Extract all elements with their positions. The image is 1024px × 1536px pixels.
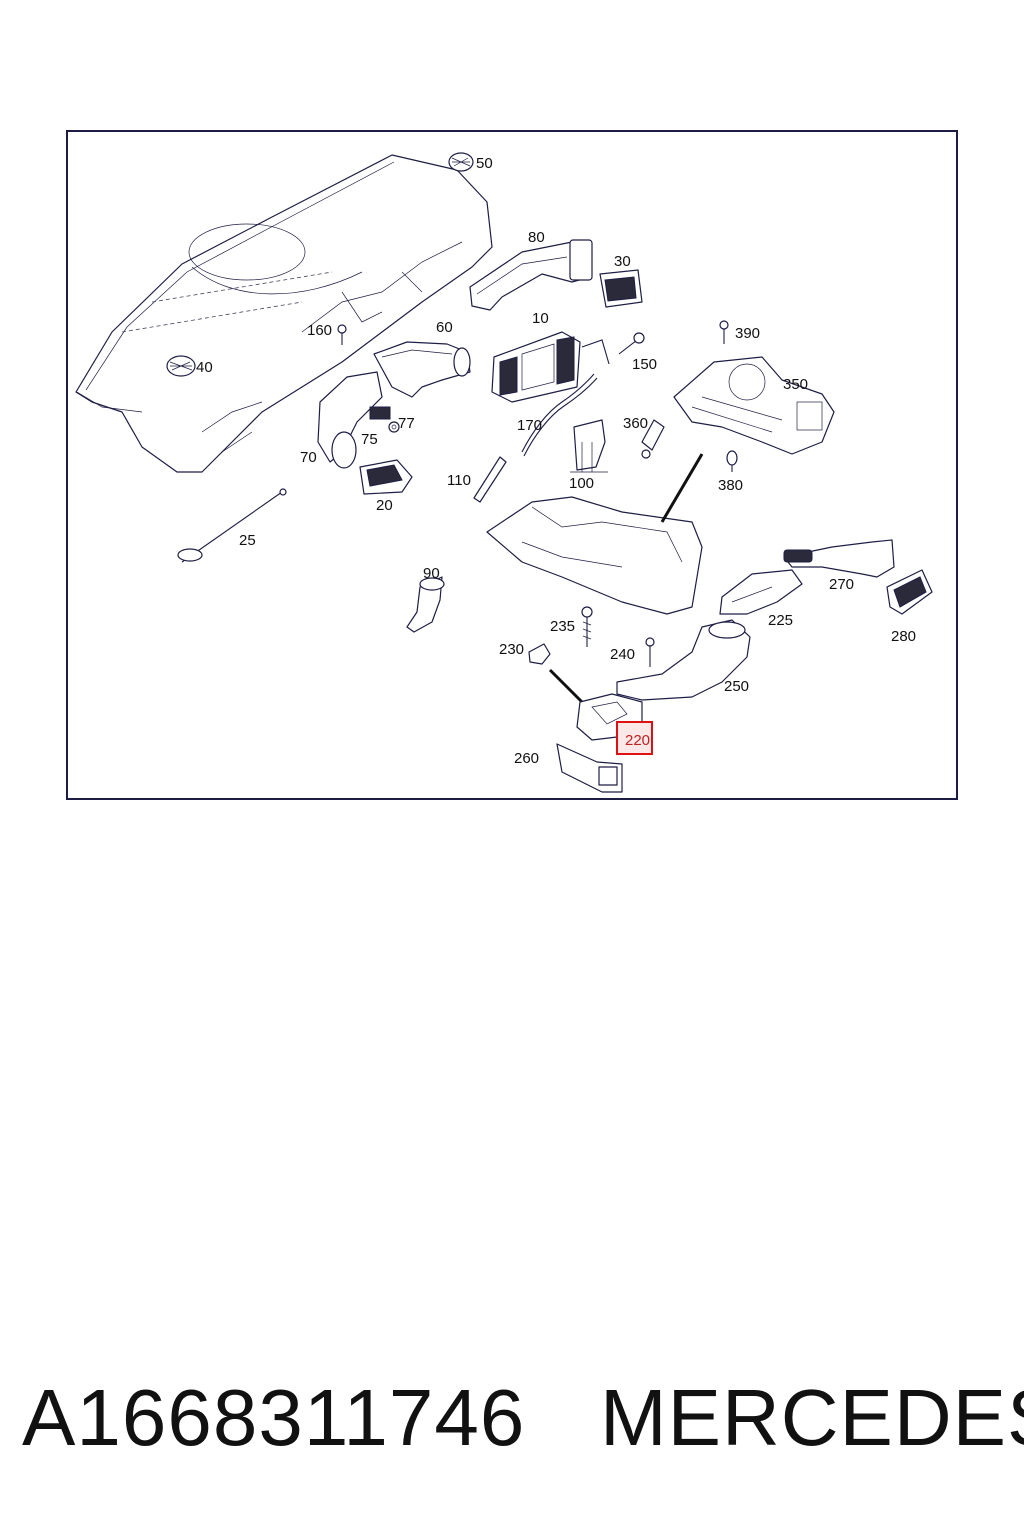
panel-260	[556, 743, 623, 793]
callout-380: 380	[718, 477, 743, 494]
screw-150	[581, 332, 645, 365]
callout-10: 10	[532, 310, 549, 327]
callout-220: 220	[625, 732, 650, 749]
center-console	[486, 453, 704, 615]
callout-225: 225	[768, 612, 793, 629]
callout-70: 70	[300, 449, 317, 466]
air-duct-270	[783, 539, 895, 578]
air-duct-70	[317, 371, 383, 469]
cable-170	[521, 373, 598, 457]
callout-40: 40	[196, 359, 213, 376]
parts-diagram-frame: 50 80 30 10 160 60 390 150 350 40 77 75 …	[66, 130, 958, 800]
callout-170: 170	[517, 417, 542, 434]
air-vent-30	[599, 269, 643, 308]
callout-60: 60	[436, 319, 453, 336]
callout-77: 77	[398, 415, 415, 432]
air-duct-250	[616, 619, 751, 701]
sensor-360	[641, 419, 665, 459]
highlight-box	[616, 721, 653, 755]
clip-75	[369, 406, 391, 420]
callout-350: 350	[783, 376, 808, 393]
bracket-100	[570, 419, 608, 473]
pin-380	[726, 450, 738, 472]
screw-235	[581, 606, 593, 647]
callout-100: 100	[569, 475, 594, 492]
callout-235: 235	[550, 618, 575, 635]
callout-390: 390	[735, 325, 760, 342]
screw-160	[337, 324, 347, 345]
parts-diagram: 50 80 30 10 160 60 390 150 350 40 77 75 …	[75, 152, 933, 793]
callout-80: 80	[528, 229, 545, 246]
callout-360: 360	[623, 415, 648, 432]
dashboard-part	[75, 154, 493, 473]
callout-230: 230	[499, 641, 524, 658]
callout-75: 75	[361, 431, 378, 448]
blower-housing-350	[673, 356, 835, 455]
air-duct-90	[406, 576, 445, 633]
air-vent-20	[359, 459, 413, 495]
center-vent-10	[491, 331, 581, 403]
screw-390	[719, 320, 729, 344]
callout-270: 270	[829, 576, 854, 593]
air-duct-80	[469, 239, 593, 311]
grommet-77	[388, 421, 400, 433]
part-number: A1668311746	[22, 1373, 526, 1462]
callout-25: 25	[239, 532, 256, 549]
clip-230	[528, 643, 551, 665]
callout-160: 160	[307, 322, 332, 339]
air-duct-60	[373, 341, 471, 398]
callout-20: 20	[376, 497, 393, 514]
cover-110	[473, 456, 507, 503]
air-vent-280	[886, 569, 933, 615]
round-vent-40	[166, 355, 196, 377]
callout-150: 150	[632, 356, 657, 373]
callout-240: 240	[610, 646, 635, 663]
callout-90: 90	[423, 565, 440, 582]
air-duct-225	[719, 569, 803, 615]
callout-110: 110	[447, 472, 471, 489]
callout-260: 260	[514, 750, 539, 767]
brand-name: MERCEDES	[600, 1373, 1024, 1462]
callout-250: 250	[724, 678, 749, 695]
screw-240	[645, 637, 655, 667]
callout-50: 50	[476, 155, 493, 172]
callout-30: 30	[614, 253, 631, 270]
callout-280: 280	[891, 628, 916, 645]
bowden-cable-25	[177, 488, 287, 563]
round-vent-50	[448, 152, 474, 172]
